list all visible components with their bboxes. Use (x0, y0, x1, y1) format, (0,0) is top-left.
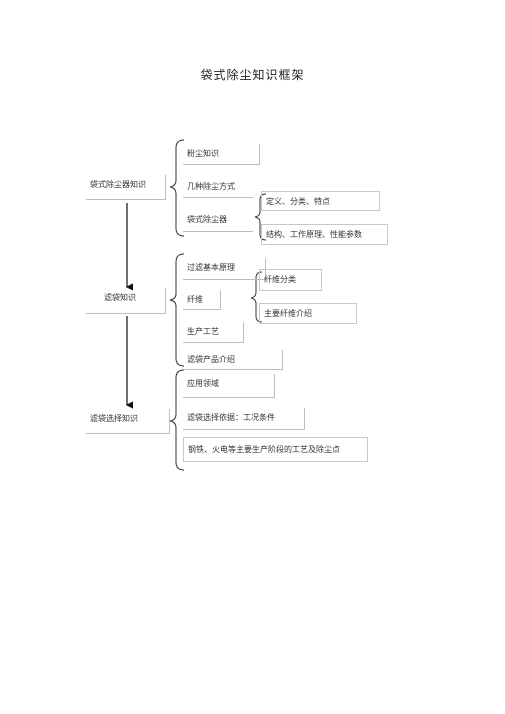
node-label: 几种除尘方式 (187, 182, 235, 191)
node-structure: 结构、工作原理、性能参数 (261, 224, 388, 245)
node-dust: 粉尘知识 (183, 144, 260, 165)
node-definition: 定义、分类、特点 (261, 191, 380, 211)
node-label: 应用领域 (187, 379, 219, 388)
node-label: 过滤基本原理 (187, 263, 235, 272)
node-fiber: 纤维 (183, 290, 221, 310)
page-title: 袋式除尘知识框架 (200, 68, 305, 82)
node-label: 纤维分类 (264, 275, 296, 284)
node-label: 定义、分类、特点 (266, 197, 330, 206)
node-label: 纤维 (187, 295, 203, 304)
node-fiber-class: 纤维分类 (259, 269, 322, 291)
node-steel-power: 钢铁、火电等主要生产阶段的工艺及除尘点 (183, 437, 368, 462)
node-label: 滤袋产品介绍 (187, 355, 235, 364)
node-label: 结构、工作原理、性能参数 (266, 230, 362, 239)
node-filter-principle: 过滤基本原理 (183, 258, 266, 280)
brace-bag-collector (254, 193, 267, 241)
brace-filter-bag (169, 253, 185, 367)
node-label: 袋式除尘器 (187, 215, 227, 224)
node-bag-collector: 袋式除尘器 (183, 210, 253, 232)
node-filter-bag-knowledge: 滤袋知识 (86, 288, 166, 314)
brace-fiber (250, 271, 263, 323)
node-label: 钢铁、火电等主要生产阶段的工艺及除尘点 (188, 445, 340, 454)
node-selection-basis: 滤袋选择依据：工况条件 (183, 408, 305, 430)
node-bag-selection-knowledge: 滤袋选择知识 (86, 409, 170, 434)
node-dust-collector-knowledge: 袋式除尘器知识 (86, 175, 166, 200)
node-application: 应用领域 (183, 374, 275, 398)
node-label: 滤袋知识 (104, 293, 136, 302)
node-label: 滤袋选择知识 (90, 414, 138, 423)
node-product-intro: 滤袋产品介绍 (183, 350, 283, 370)
node-label: 主要纤维介绍 (264, 309, 312, 318)
node-main-fiber: 主要纤维介绍 (259, 303, 357, 324)
node-production: 生产工艺 (183, 322, 244, 343)
node-label: 滤袋选择依据：工况条件 (187, 413, 275, 422)
node-label: 粉尘知识 (187, 149, 219, 158)
brace-dust-collector (169, 139, 185, 237)
node-label: 袋式除尘器知识 (90, 180, 146, 189)
node-methods: 几种除尘方式 (183, 177, 253, 198)
node-label: 生产工艺 (187, 327, 219, 336)
brace-bag-selection (169, 369, 185, 471)
